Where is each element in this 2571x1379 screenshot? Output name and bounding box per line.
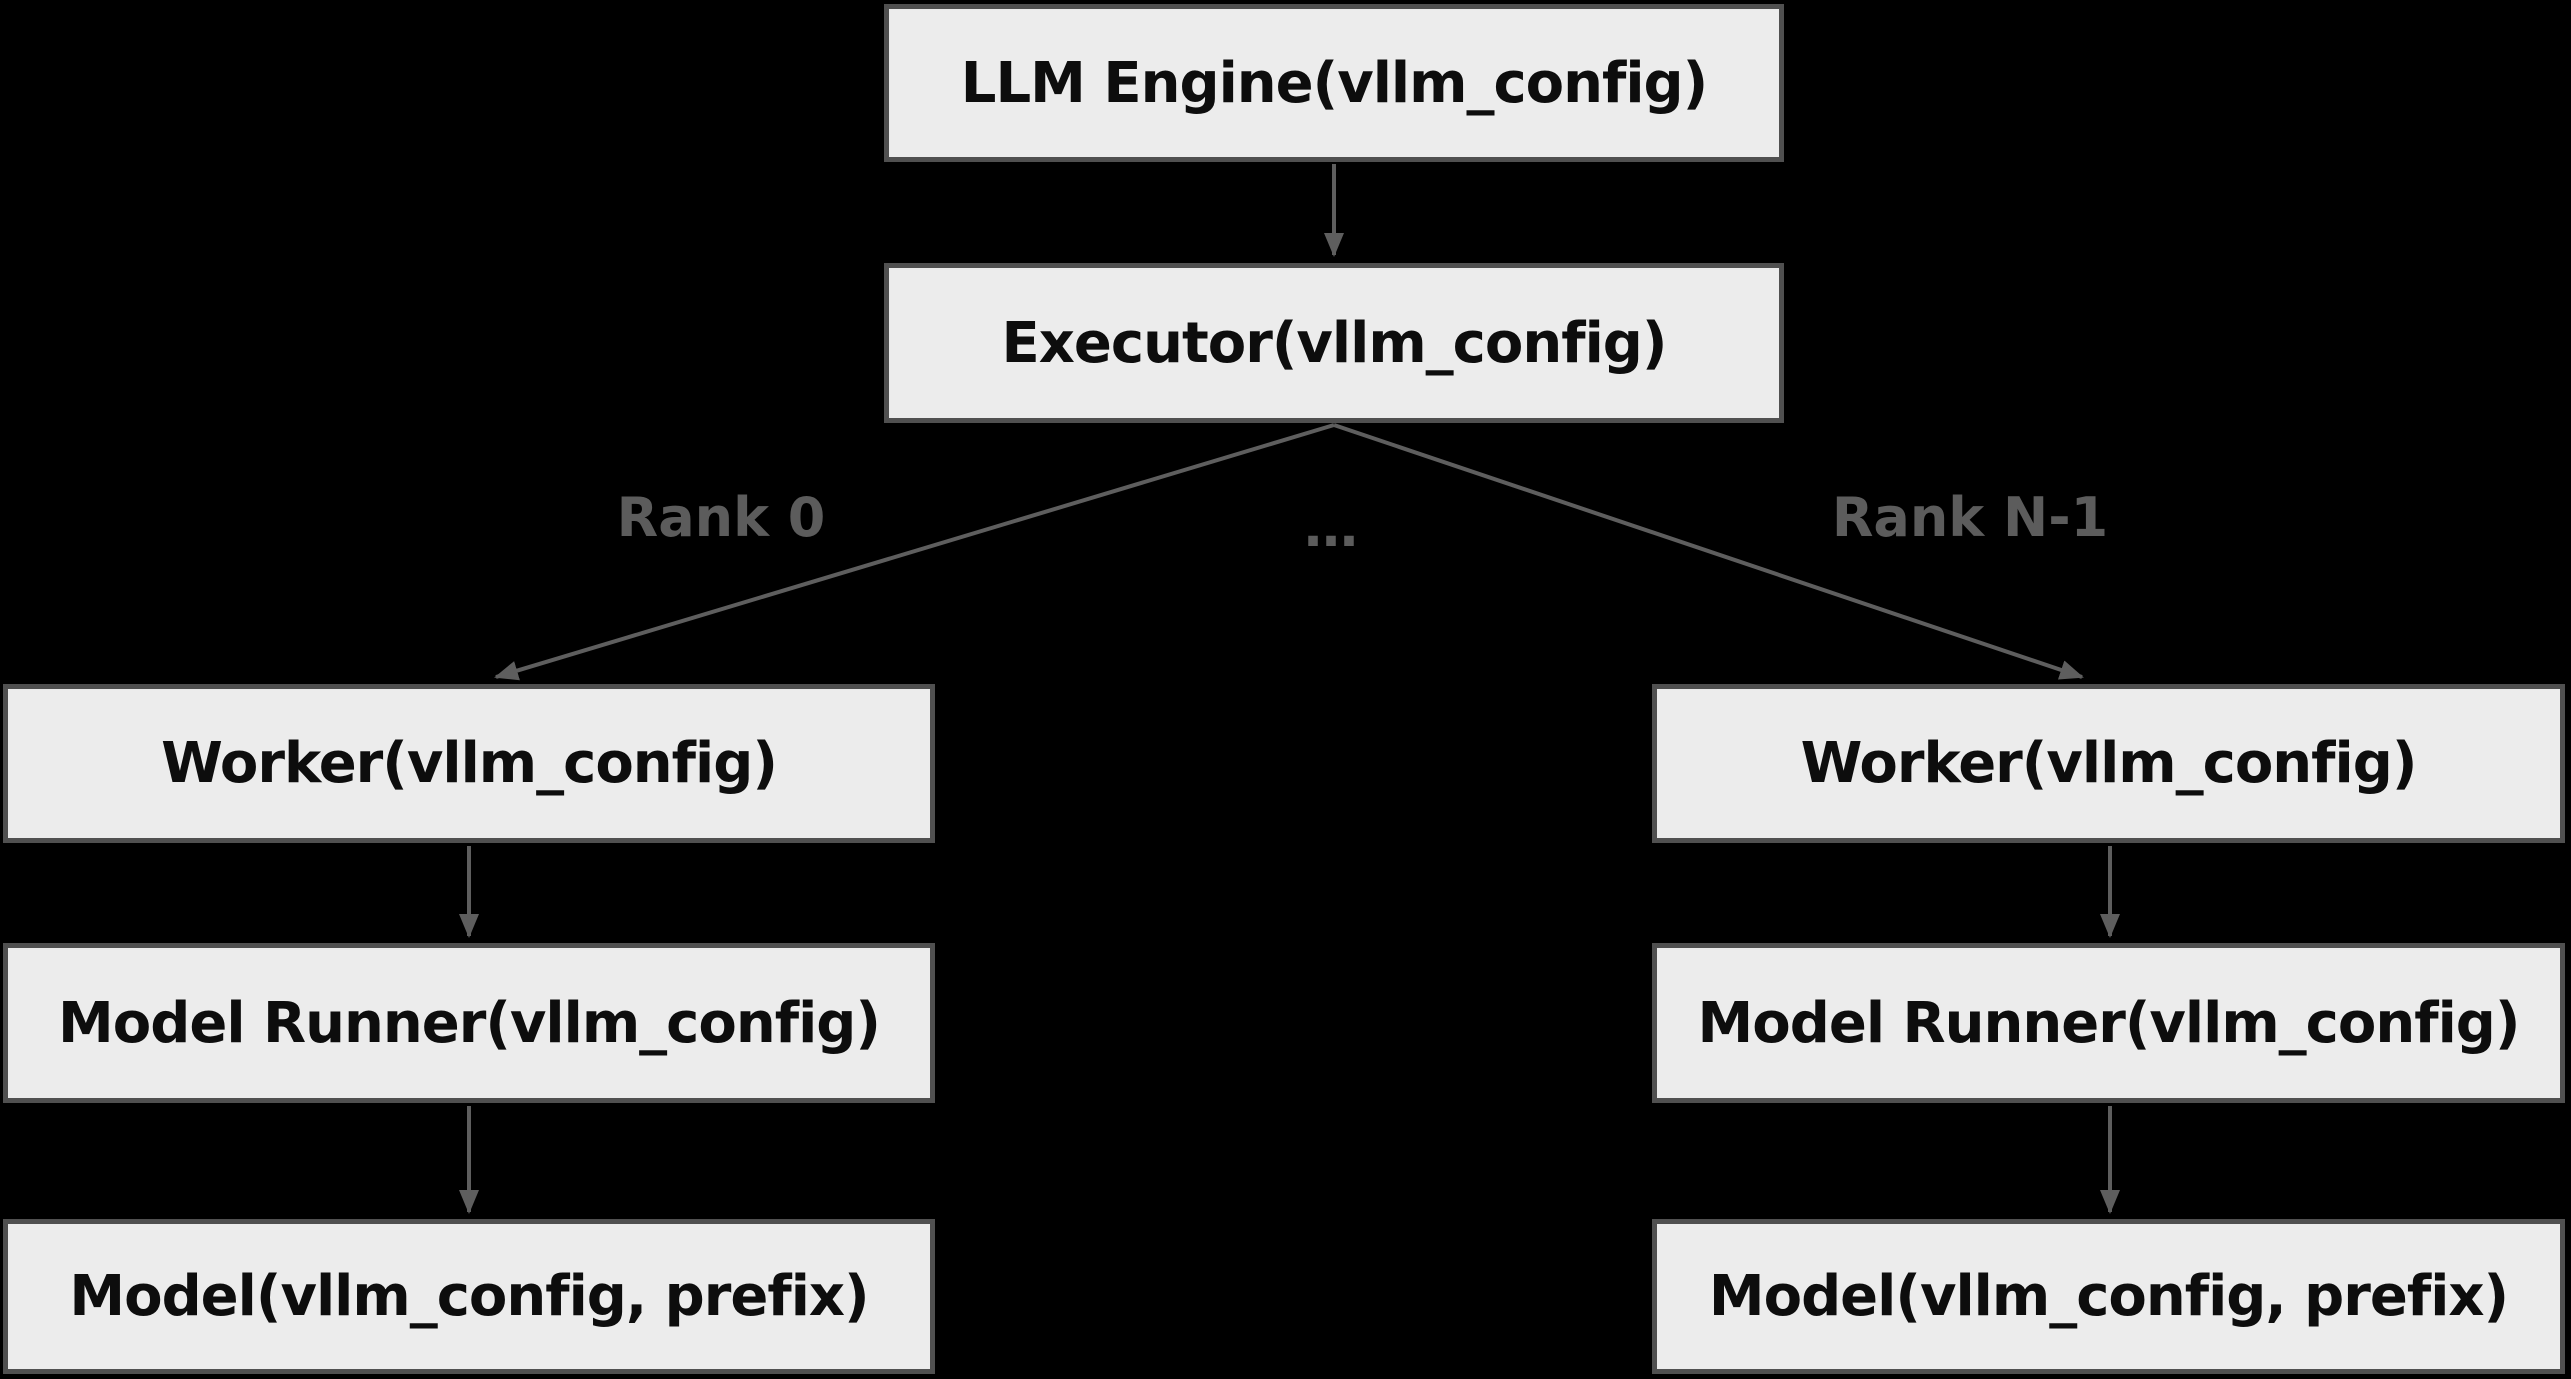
edge-label-rank-n-1: Rank N-1 <box>1831 486 2109 549</box>
node-worker-rank-n-1-label: Worker(vllm_config) <box>1800 731 2418 796</box>
edge-label-ellipsis: … <box>1304 496 1358 559</box>
node-model-runner-rank0: Model Runner(vllm_config) <box>3 943 935 1103</box>
node-executor: Executor(vllm_config) <box>884 263 1784 423</box>
node-executor-label: Executor(vllm_config) <box>1001 310 1668 376</box>
node-model-rank0-label: Model(vllm_config, prefix) <box>69 1264 869 1329</box>
node-llm-engine-label: LLM Engine(vllm_config) <box>960 50 1708 116</box>
node-model-rank-n-1-label: Model(vllm_config, prefix) <box>1708 1264 2509 1329</box>
node-worker-rank-n-1: Worker(vllm_config) <box>1652 684 2565 843</box>
node-model-rank0: Model(vllm_config, prefix) <box>3 1219 935 1374</box>
edge-executor-to-worker-rank-n-1 <box>1333 423 2084 680</box>
node-model-runner-rank-n-1-label: Model Runner(vllm_config) <box>1697 990 2521 1056</box>
node-llm-engine: LLM Engine(vllm_config) <box>884 4 1784 162</box>
node-model-runner-rank-n-1: Model Runner(vllm_config) <box>1652 943 2565 1103</box>
node-model-rank-n-1: Model(vllm_config, prefix) <box>1652 1219 2565 1374</box>
edge-label-rank-0: Rank 0 <box>616 486 826 549</box>
node-worker-rank0: Worker(vllm_config) <box>3 684 935 843</box>
node-worker-rank0-label: Worker(vllm_config) <box>161 731 778 796</box>
edge-executor-to-worker-rank0 <box>494 423 1335 681</box>
node-model-runner-rank0-label: Model Runner(vllm_config) <box>58 990 881 1056</box>
